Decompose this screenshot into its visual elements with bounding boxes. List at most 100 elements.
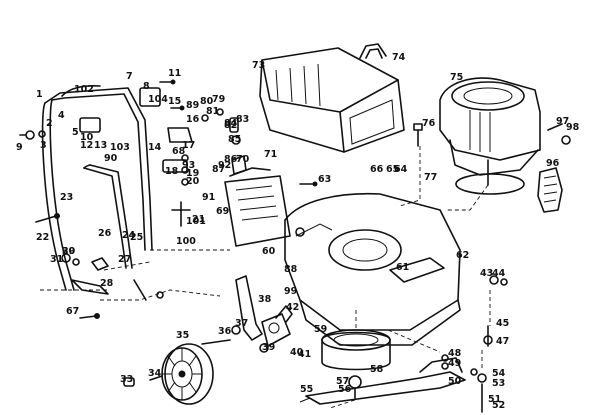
callout-14: 14 [148, 142, 162, 153]
callout-44: 44 [492, 268, 506, 279]
callout-28: 28 [100, 278, 114, 289]
callout-27: 27 [118, 254, 131, 265]
callout-7: 7 [126, 71, 133, 82]
callout-84: 84 [224, 118, 238, 129]
callout-98: 98 [566, 122, 580, 133]
callout-21: 21 [192, 214, 205, 225]
callout-65: 65 [386, 164, 399, 175]
upper-handle [83, 164, 133, 269]
callout-39: 39 [262, 342, 275, 353]
callout-64: 64 [394, 164, 408, 175]
callout-55: 55 [300, 384, 313, 395]
callout-59: 59 [314, 324, 327, 335]
callout-35: 35 [176, 330, 189, 341]
callout-58: 58 [370, 364, 384, 375]
callout-69: 69 [216, 206, 229, 217]
callout-71: 71 [264, 149, 277, 160]
callout-77: 77 [424, 172, 437, 183]
callout-3: 3 [40, 140, 47, 151]
bracket [79, 87, 247, 175]
callout-68: 68 [172, 146, 186, 157]
callout-33: 33 [120, 374, 133, 385]
callout-97: 97 [556, 116, 569, 127]
engine [439, 77, 541, 186]
callout-16: 16 [186, 114, 200, 125]
callout-47: 47 [496, 336, 509, 347]
callout-49: 49 [448, 358, 461, 369]
callout-26: 26 [98, 228, 112, 239]
callout-18: 18 [165, 166, 179, 177]
callout-42: 42 [286, 302, 299, 313]
callout-61: 61 [396, 262, 409, 273]
callout-62: 62 [456, 250, 469, 261]
cutting-blade [299, 357, 466, 405]
callout-38: 38 [258, 294, 272, 305]
callout-86: 86 [224, 154, 238, 165]
callout-11: 11 [168, 68, 181, 79]
callout-5: 5 [72, 127, 79, 138]
callout-74: 74 [392, 52, 406, 63]
callout-89: 89 [186, 100, 199, 111]
callout-88: 88 [284, 264, 298, 275]
blade-adapter [321, 329, 391, 399]
right-hardware [441, 275, 508, 413]
callout-104: 104 [148, 94, 168, 105]
callout-41: 41 [298, 349, 311, 360]
callout-19: 19 [186, 168, 199, 179]
callout-52: 52 [492, 400, 505, 411]
grass-catcher [259, 47, 405, 153]
callout-48: 48 [448, 348, 462, 359]
wheel [123, 343, 214, 405]
height-adjuster-lever [201, 275, 293, 353]
recoil-starter [455, 123, 571, 213]
callout-60: 60 [262, 246, 276, 257]
callout-81: 81 [206, 106, 219, 117]
callout-101: 101 [186, 216, 206, 227]
callout-1: 1 [36, 89, 43, 100]
callout-80: 80 [200, 96, 214, 107]
callout-79: 79 [212, 94, 225, 105]
callout-70: 70 [236, 154, 250, 165]
callout-66: 66 [370, 164, 384, 175]
callout-43: 43 [480, 268, 493, 279]
rear-flap [224, 167, 291, 247]
callout-37: 37 [235, 318, 248, 329]
callout-22: 22 [36, 232, 49, 243]
callout-12: 12 [80, 140, 93, 151]
callout-103: 103 [110, 142, 130, 153]
callout-100: 100 [176, 236, 196, 247]
handle [41, 85, 153, 291]
callout-4: 4 [58, 110, 65, 121]
callout-90: 90 [104, 153, 118, 164]
callout-36: 36 [218, 326, 232, 337]
assembly-lines [40, 146, 491, 409]
callout-10: 10 [80, 132, 94, 143]
callout-82: 82 [224, 120, 237, 131]
callout-17: 17 [182, 140, 195, 151]
callout-76: 76 [422, 118, 436, 129]
callout-83: 83 [236, 114, 249, 125]
callout-31: 31 [50, 254, 63, 265]
callout-102: 102 [74, 84, 94, 95]
callout-50: 50 [448, 376, 462, 387]
callout-45: 45 [496, 318, 509, 329]
callout-25: 25 [130, 232, 143, 243]
callout-20: 20 [186, 176, 200, 187]
callout-53: 53 [492, 378, 505, 389]
callout-91: 91 [202, 192, 215, 203]
callout-24: 24 [122, 230, 136, 241]
catcher-handle [359, 43, 387, 59]
callout-73: 73 [252, 60, 265, 71]
callout-93: 93 [182, 160, 195, 171]
callout-9: 9 [16, 142, 23, 153]
callout-57: 57 [336, 376, 349, 387]
callout-99: 99 [284, 286, 297, 297]
callout-13: 13 [94, 140, 107, 151]
callout-87: 87 [212, 164, 225, 175]
hardware [19, 79, 423, 319]
callout-54: 54 [492, 368, 506, 379]
callout-8: 8 [143, 81, 150, 92]
